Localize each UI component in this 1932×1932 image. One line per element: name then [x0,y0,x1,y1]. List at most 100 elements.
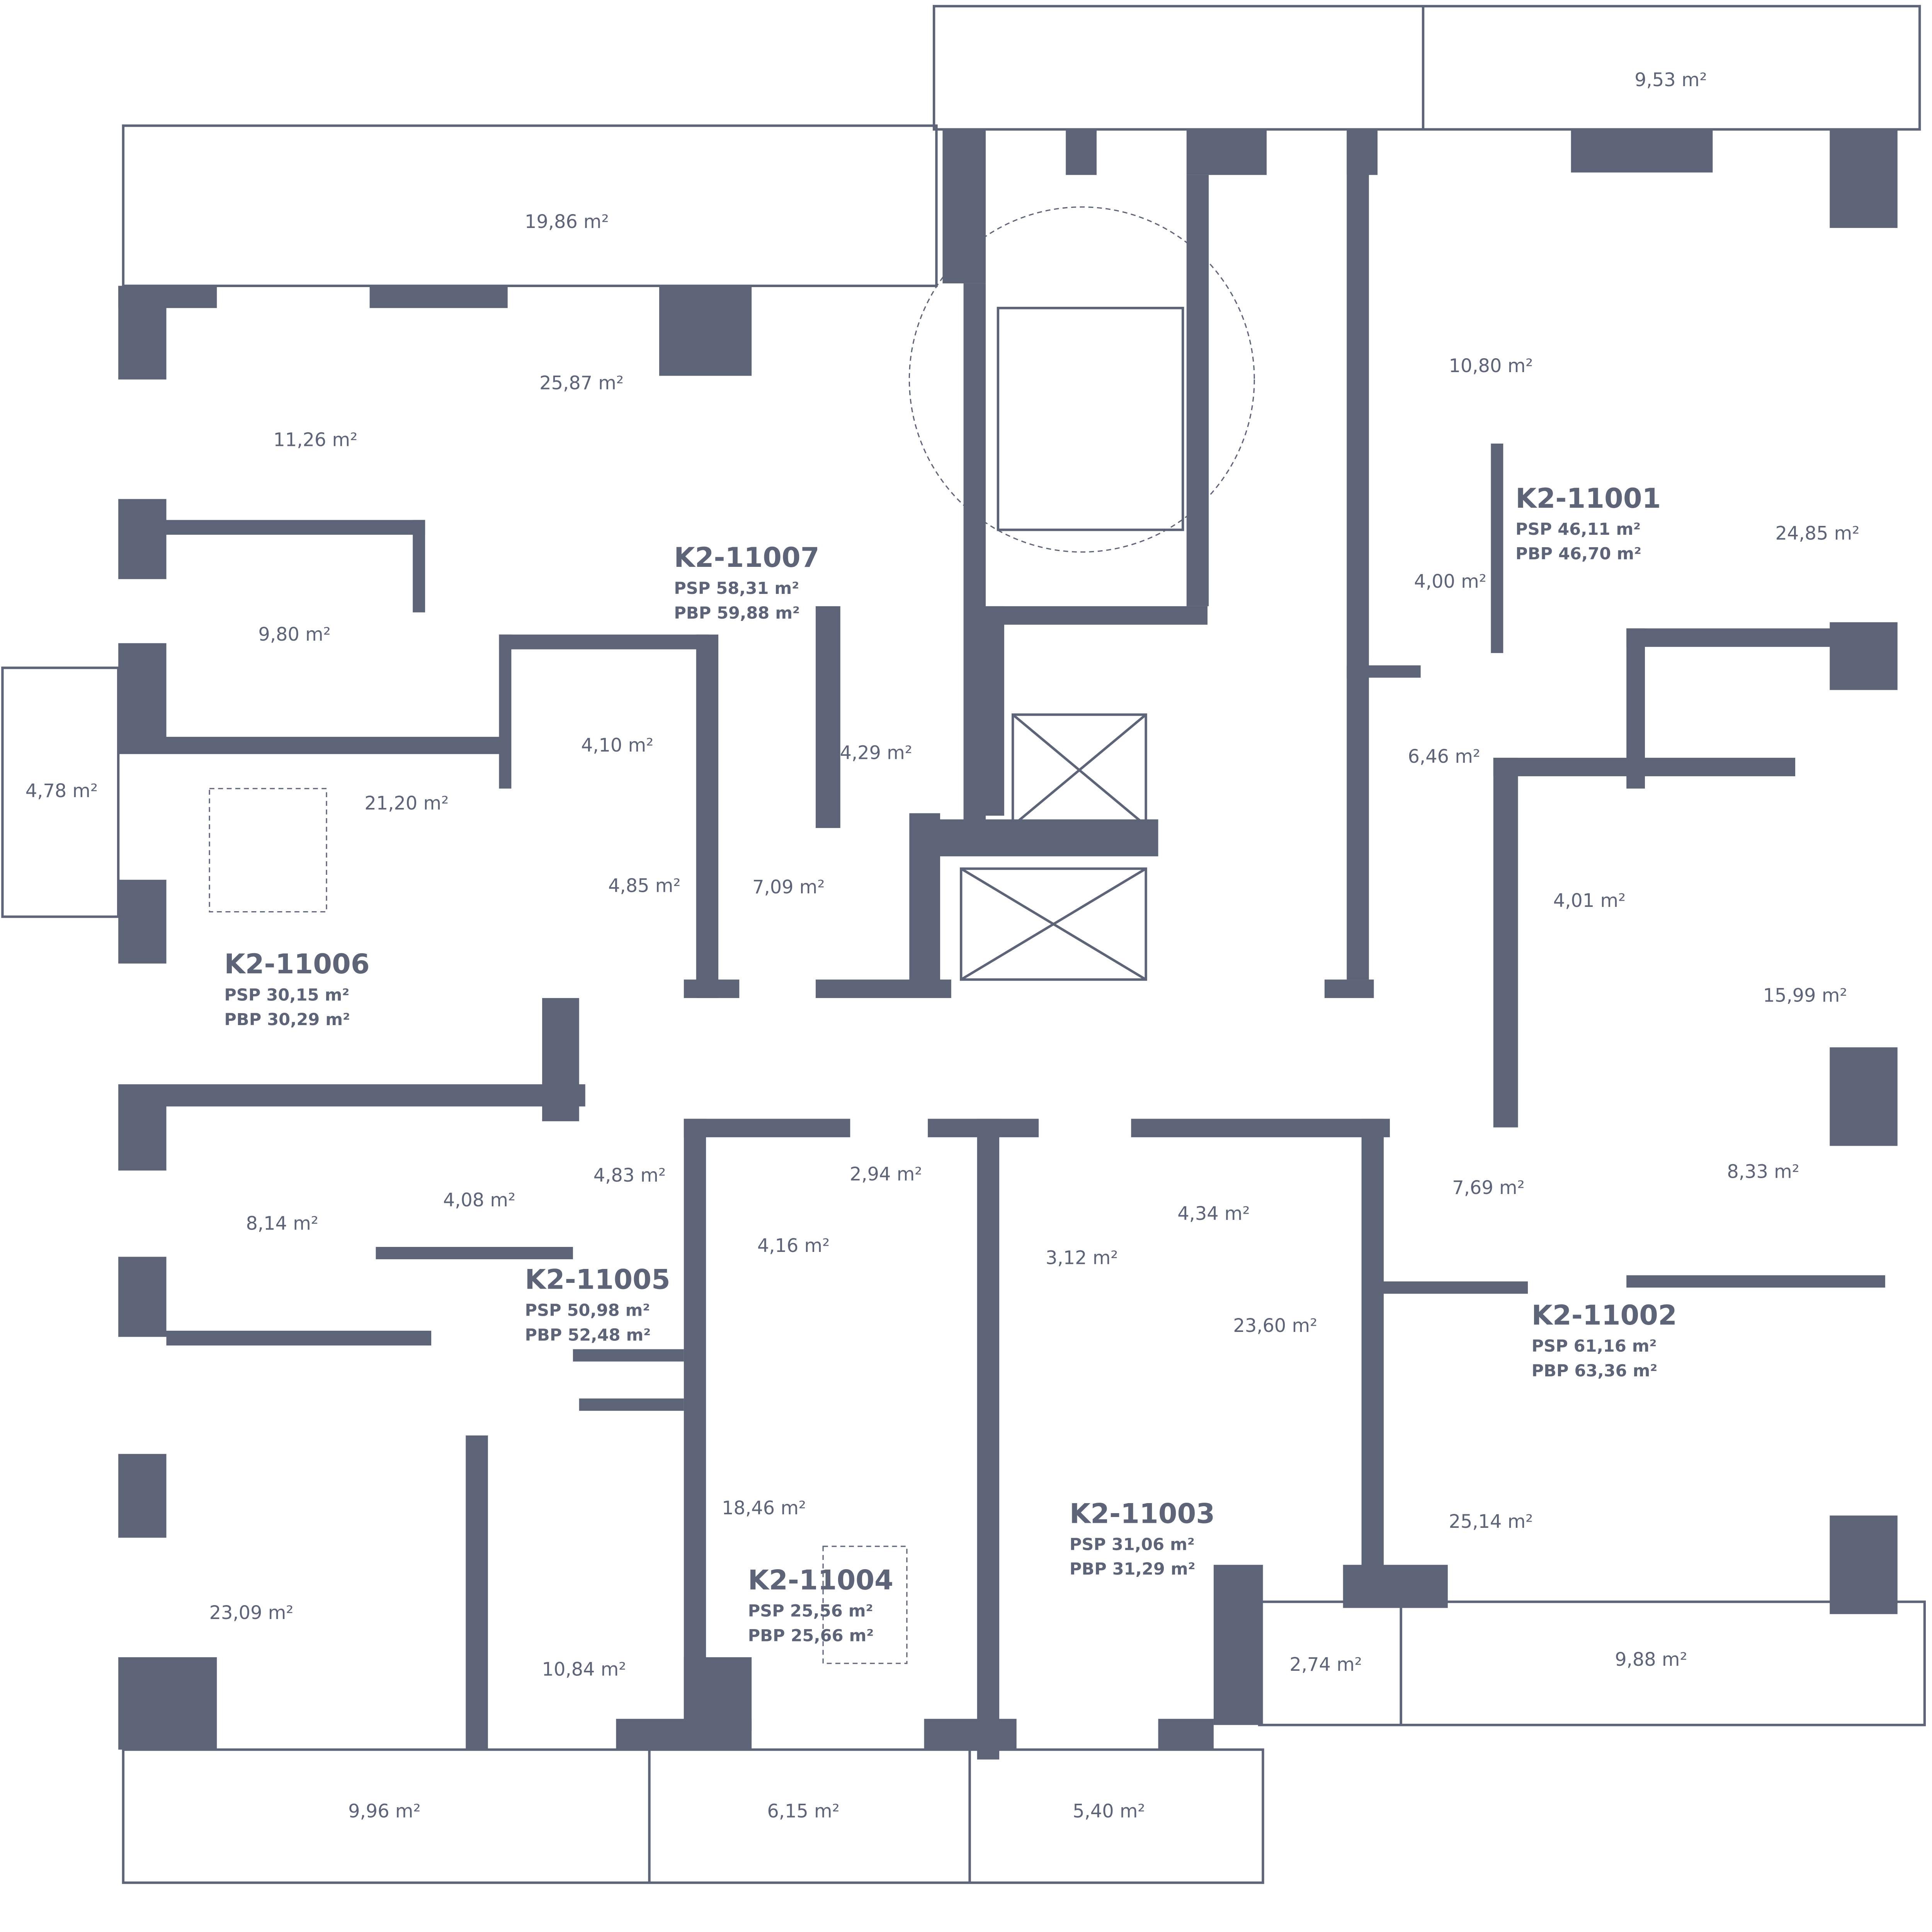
room-area-label: 9,96 m² [348,1801,420,1822]
wall-segment [1066,129,1097,175]
balcony-top-left [122,124,938,287]
wall-segment [166,1330,432,1346]
wall-segment [118,1257,167,1337]
unit-id: K2-11002 [1532,1299,1677,1331]
wall-segment [1626,628,1645,789]
room-area-label: 4,34 m² [1177,1203,1250,1225]
unit-psp: PSP 31,06 m² [1070,1535,1195,1554]
wall-segment [499,634,709,650]
room-area-label: 4,16 m² [757,1235,830,1257]
wall-segment [659,286,752,376]
unit-psp: PSP 46,11 m² [1515,520,1641,539]
room-area-label: 9,88 m² [1615,1649,1687,1670]
room-area-label: 11,26 m² [273,429,357,451]
elevator-cross [960,867,1147,981]
wall-segment [1131,1119,1390,1138]
wall-segment [909,813,940,986]
wall-segment [1186,129,1267,175]
wall-segment [936,819,1158,857]
wall-segment [118,643,167,754]
room-area-label: 4,00 m² [1414,571,1486,592]
unit-psp: PSP 30,15 m² [224,985,349,1005]
wall-segment [942,129,986,284]
wall-segment [376,1247,573,1259]
room-area-label: 15,99 m² [1763,985,1847,1006]
room-area-label: 24,85 m² [1775,523,1859,544]
wall-segment [166,736,505,754]
room-area-label: 3,12 m² [1046,1248,1118,1269]
room-area-label: 2,94 m² [850,1164,922,1185]
wall-segment [684,1119,706,1735]
balcony-top-right [932,5,1921,131]
unit-id: K2-11005 [525,1264,670,1295]
unit-psp: PSP 61,16 m² [1532,1337,1657,1356]
room-area-label: 8,14 m² [246,1213,318,1234]
wall-segment [1626,1275,1885,1288]
room-area-label: 23,09 m² [209,1602,294,1624]
stair-outline [908,206,1255,553]
room-area-label: 5,40 m² [1073,1801,1145,1822]
unit-id: K2-11003 [1070,1498,1215,1529]
balcony-west [1,667,120,918]
unit-pbp: PBP 46,70 m² [1515,544,1641,564]
wall-segment [1571,129,1713,173]
wall-segment [1361,1119,1384,1587]
room-area-label: 4,78 m² [26,781,98,802]
room-area-label: 23,60 m² [1233,1315,1317,1337]
unit-pbp: PBP 59,88 m² [674,604,800,623]
wall-segment [166,520,425,535]
wall-segment [963,283,986,838]
wall-segment [1186,175,1209,606]
room-area-label: 2,74 m² [1289,1654,1362,1675]
room-area-label: 21,20 m² [364,793,449,814]
room-area-label: 7,69 m² [1452,1177,1524,1199]
wall-segment [1347,665,1421,678]
wall-segment [696,634,719,998]
wall-segment [542,998,579,1121]
room-area-label: 4,29 m² [840,742,912,764]
wall-segment [1347,129,1369,980]
room-area-label: 9,53 m² [1634,70,1707,91]
wall-segment [1380,1281,1528,1294]
wall-segment [924,1719,1017,1750]
wall-segment [579,1398,684,1411]
unit-pbp: PBP 63,36 m² [1532,1361,1658,1381]
room-area-label: 4,10 m² [581,735,653,756]
unit-id: K2-11006 [224,948,369,980]
wall-segment [684,1119,850,1138]
wall-segment [1491,443,1503,653]
room-area-label: 10,84 m² [542,1659,626,1680]
wall-segment [815,606,840,828]
rug-outline [822,1546,908,1664]
unit-id: K2-11004 [748,1565,893,1596]
wall-segment [118,1084,167,1171]
walls [118,129,1898,1760]
room-area-label: 19,86 m² [525,211,609,233]
rug-outline [209,788,327,913]
room-area-label: 4,85 m² [608,876,680,897]
wall-segment [166,1084,585,1107]
wall-segment [466,1435,488,1750]
elevator-cross [1012,714,1147,827]
wall-segment [986,606,1208,625]
wall-segment [118,879,167,964]
unit-pbp: PBP 30,29 m² [224,1010,350,1029]
room-area-label: 25,87 m² [539,373,624,394]
unit-psp: PSP 25,56 m² [748,1602,873,1621]
room-area-label: 8,33 m² [1727,1161,1799,1182]
wall-segment [1830,129,1898,228]
wall-segment [413,520,425,612]
stairs [997,307,1184,531]
wall-segment [499,634,512,789]
wall-segment [118,499,167,579]
unit-id: K2-11001 [1515,483,1661,514]
wall-segment [684,980,740,998]
wall-segment [118,1657,217,1750]
